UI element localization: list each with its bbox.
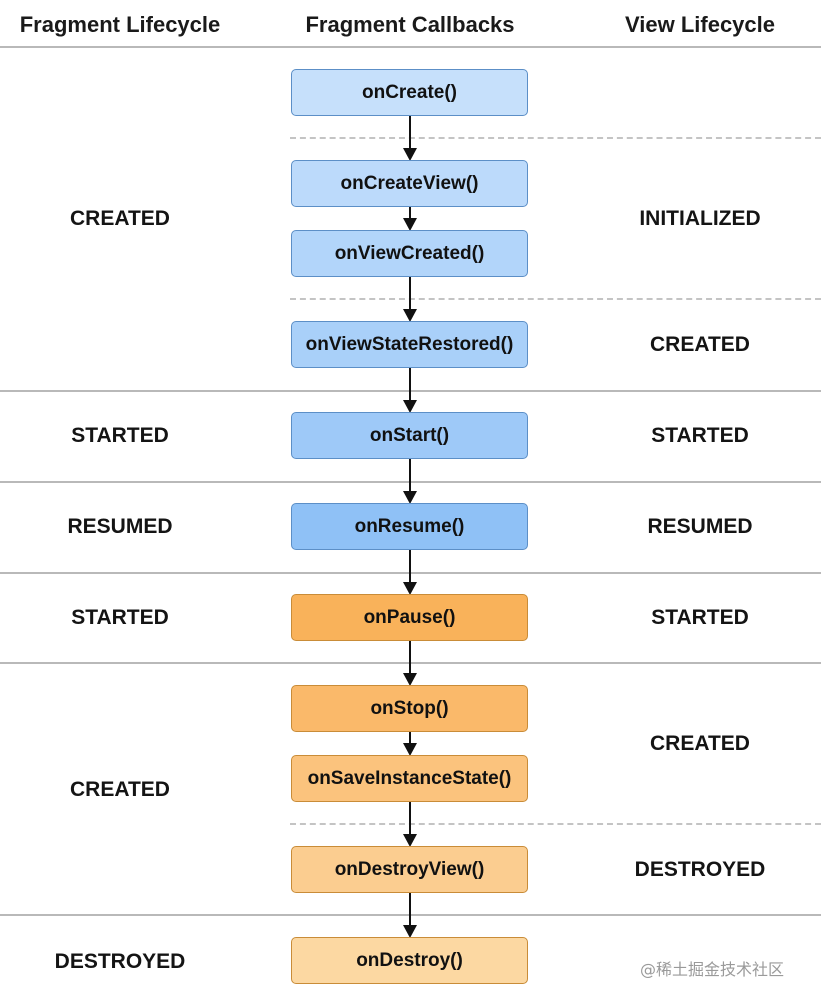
header-fragment-lifecycle: Fragment Lifecycle [19,12,221,37]
view-state-created: CREATED [650,333,750,356]
fragment-state-destroyed: DESTROYED [54,950,186,973]
view-divider-3 [290,823,821,825]
header-fragment-callbacks: Fragment Callbacks [305,12,515,37]
fragment-state-created-2: CREATED [70,778,170,801]
callback-onviewcreated: onViewCreated() [291,230,528,277]
fragment-state-resumed: RESUMED [67,515,173,538]
callback-onsaveinstancestate: onSaveInstanceState() [291,755,528,802]
callback-onviewstaterestored: onViewStateRestored() [291,321,528,368]
view-divider-2 [290,298,821,300]
arrow-destroyview-to-destroy [403,893,417,938]
arrow-pause-to-stop [403,641,417,686]
view-state-started: STARTED [651,424,749,447]
header-view-lifecycle: View Lifecycle [624,12,775,37]
callback-onstop: onStop() [291,685,528,732]
fragment-state-created: CREATED [70,207,170,230]
view-divider-1 [290,137,821,139]
callback-ondestroyview: onDestroyView() [291,846,528,893]
fragment-state-started-2: STARTED [71,606,169,629]
view-state-initialized: INITIALIZED [639,207,761,230]
arrow-start-to-resume [403,459,417,504]
callback-onresume: onResume() [291,503,528,550]
view-state-resumed: RESUMED [647,515,753,538]
arrow-viewcreated-to-statestored [403,277,417,322]
arrow-resume-to-pause [403,550,417,595]
header-divider [0,46,821,48]
callback-onstart: onStart() [291,412,528,459]
view-state-created-2: CREATED [650,732,750,755]
callback-onpause: onPause() [291,594,528,641]
callback-oncreate: onCreate() [291,69,528,116]
callback-oncreateview: onCreateView() [291,160,528,207]
view-state-destroyed: DESTROYED [634,858,766,881]
arrow-stop-to-saveinstancestate [403,732,417,756]
view-state-started-2: STARTED [651,606,749,629]
arrow-create-to-createview [403,116,417,161]
callback-ondestroy: onDestroy() [291,937,528,984]
arrow-statestored-to-start [403,368,417,413]
arrow-createview-to-viewcreated [403,207,417,231]
watermark: @稀土掘金技术社区 [640,960,785,979]
fragment-state-started: STARTED [71,424,169,447]
arrow-saveinstancestate-to-destroyview [403,802,417,847]
